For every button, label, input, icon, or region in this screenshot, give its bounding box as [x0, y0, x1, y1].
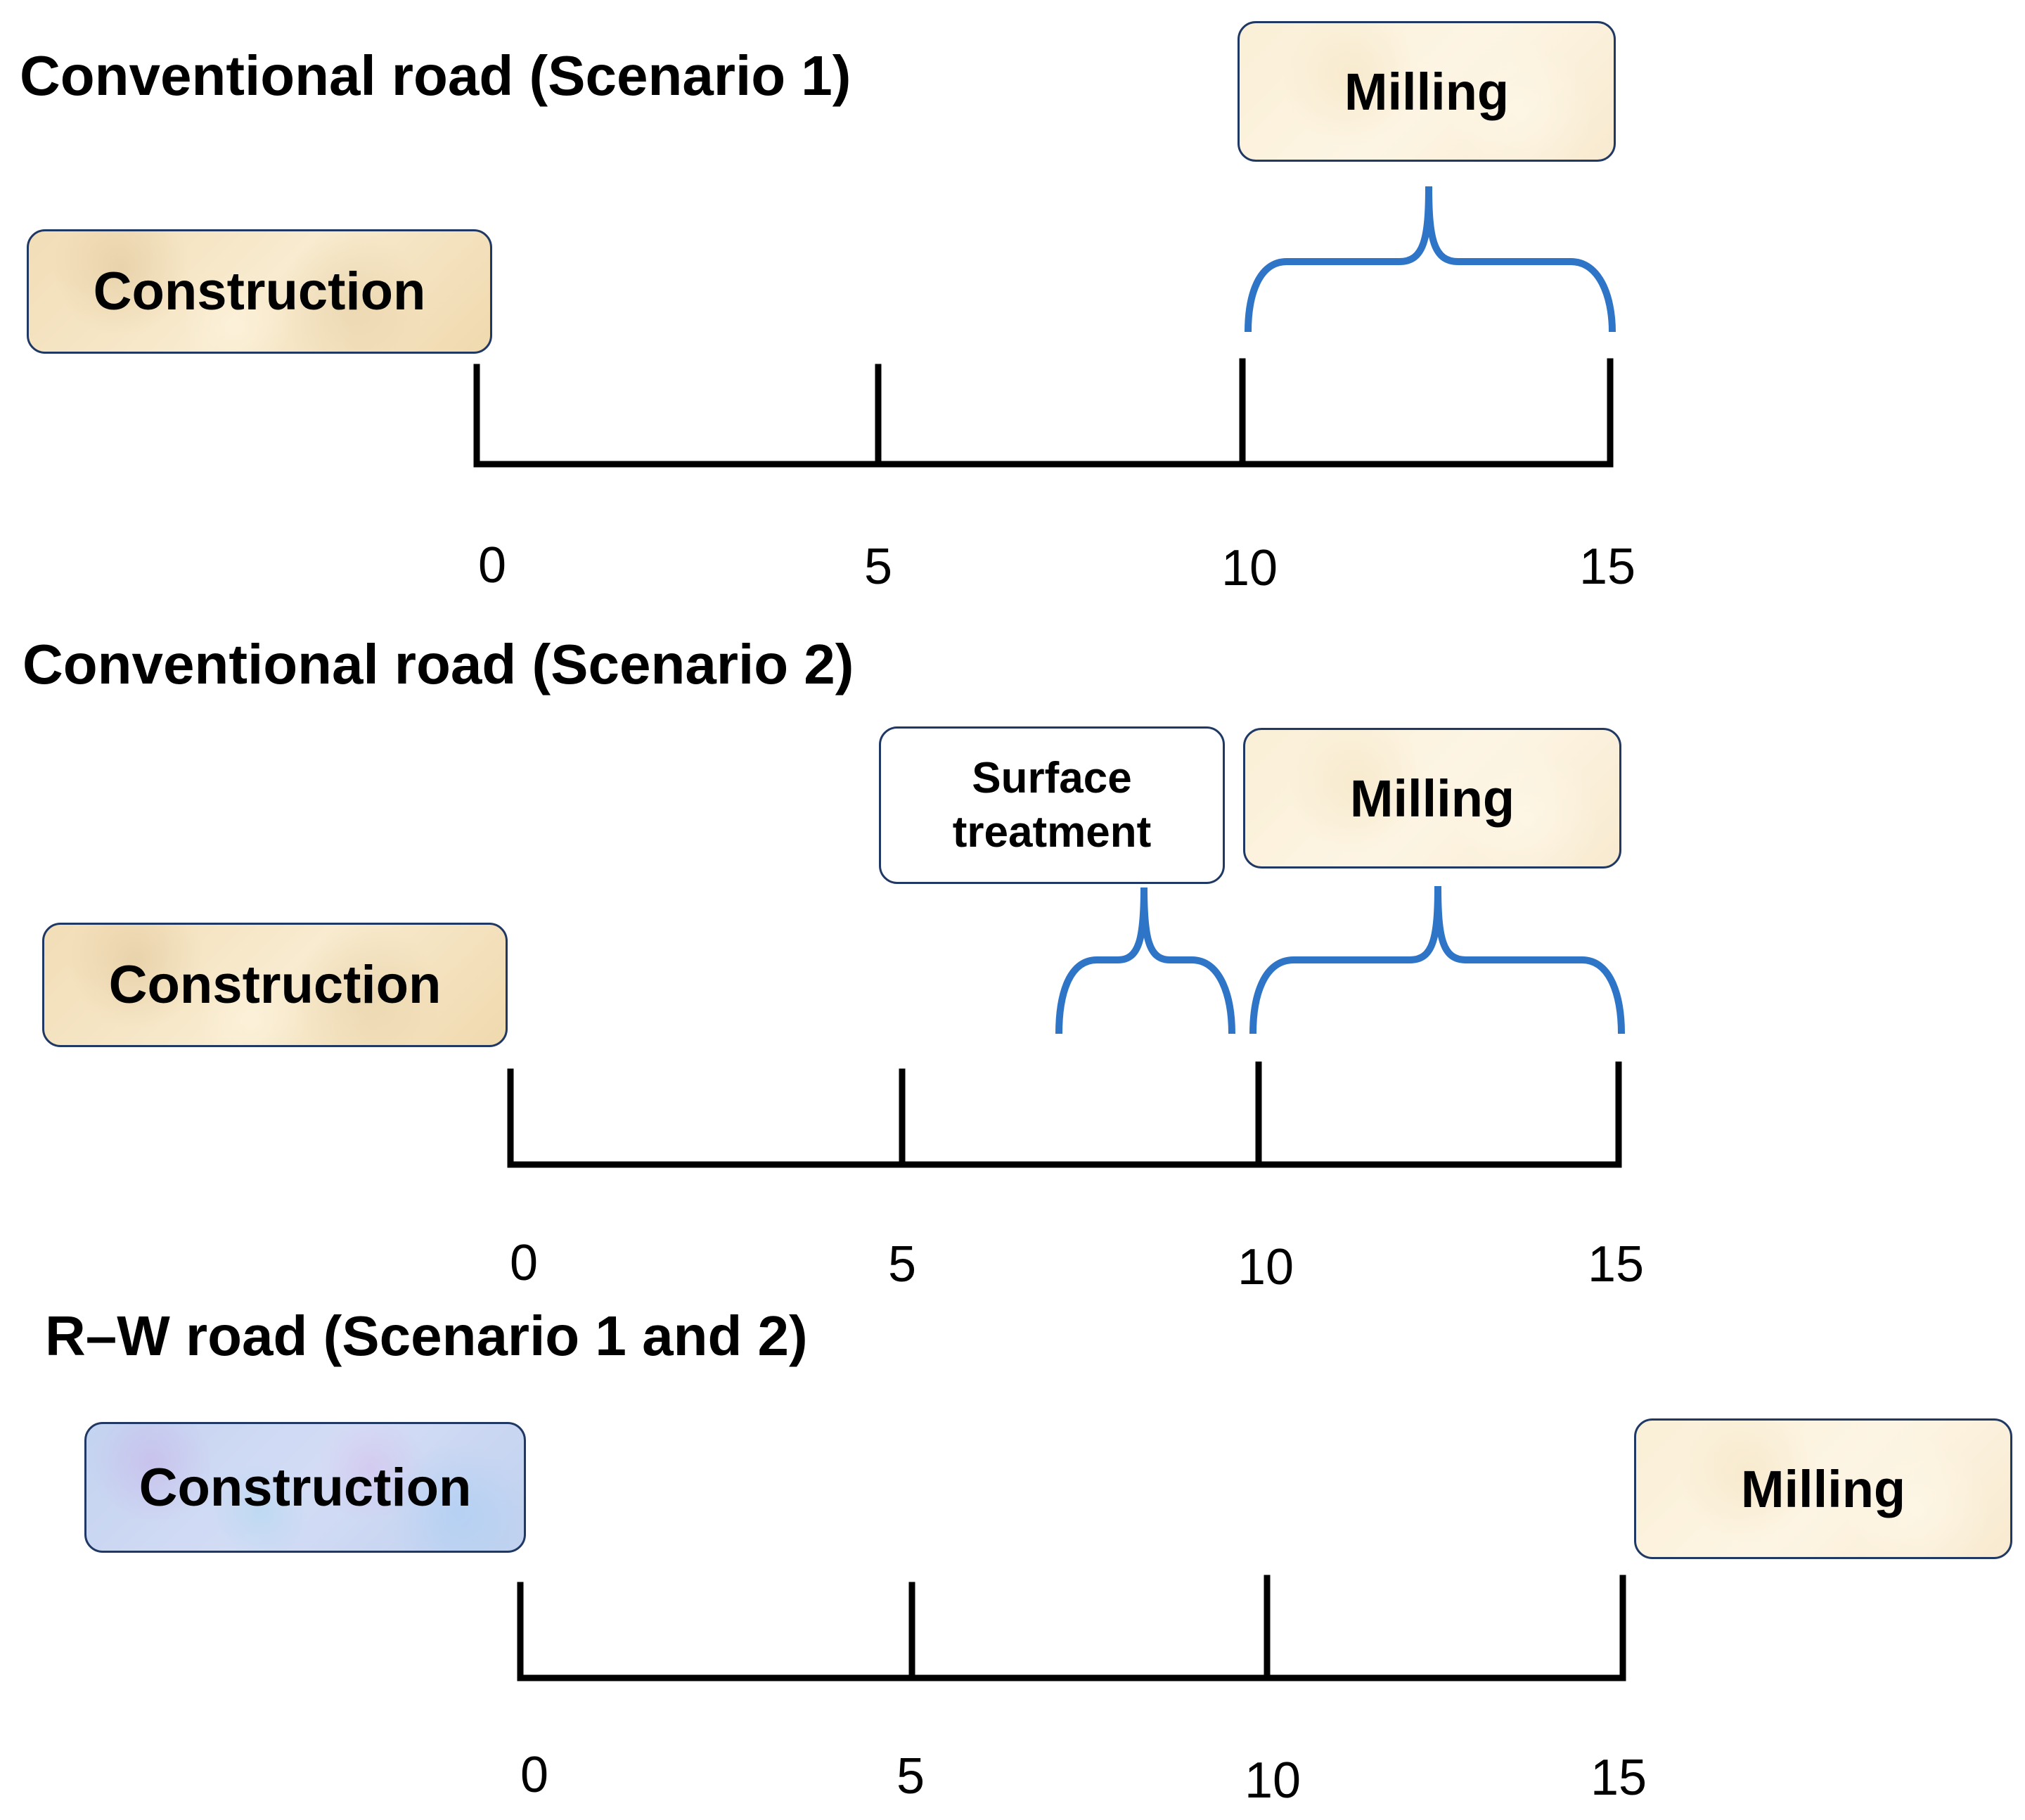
s1-tick-label-0: 0 — [478, 537, 506, 594]
s1-tick-label-10: 10 — [1221, 540, 1278, 596]
s1-tick-label-5: 5 — [864, 539, 892, 595]
scenario-2-title: Conventional road (Scenario 2) — [22, 633, 854, 696]
s2-surface-treatment-brace — [1055, 887, 1235, 1034]
s2-construction-box: Construction — [42, 923, 508, 1047]
s1-timeline — [473, 358, 1614, 468]
rw-tick-label-0: 0 — [520, 1747, 548, 1803]
s2-timeline — [507, 1061, 1622, 1168]
scenario-1-title: Conventional road (Scenario 1) — [20, 44, 851, 107]
rw-construction-box: Construction — [84, 1422, 526, 1553]
s2-tick-label-10: 10 — [1238, 1239, 1294, 1295]
s1-construction-box: Construction — [27, 229, 492, 354]
rw-tick-label-10: 10 — [1245, 1752, 1301, 1809]
rw-tick-label-5: 5 — [896, 1748, 925, 1805]
s2-tick-label-15: 15 — [1588, 1236, 1644, 1293]
rw-timeline — [517, 1575, 1626, 1681]
rw-tick-label-15: 15 — [1590, 1750, 1647, 1806]
s2-tick-label-0: 0 — [510, 1235, 538, 1291]
s2-milling-brace — [1249, 885, 1625, 1034]
rw-milling-box: Milling — [1634, 1418, 2012, 1559]
s1-milling-brace — [1245, 186, 1616, 333]
s2-surface-treatment-line2: treatment — [952, 808, 1152, 857]
s2-milling-box: Milling — [1243, 728, 1621, 869]
s2-surface-treatment-box: Surface treatment — [879, 726, 1225, 884]
s2-tick-label-5: 5 — [888, 1236, 916, 1293]
scenario-3-title: R–W road (Scenario 1 and 2) — [45, 1305, 808, 1367]
s1-milling-box: Milling — [1238, 21, 1616, 162]
s2-surface-treatment-line1: Surface — [972, 753, 1132, 802]
s1-tick-label-15: 15 — [1579, 539, 1635, 595]
